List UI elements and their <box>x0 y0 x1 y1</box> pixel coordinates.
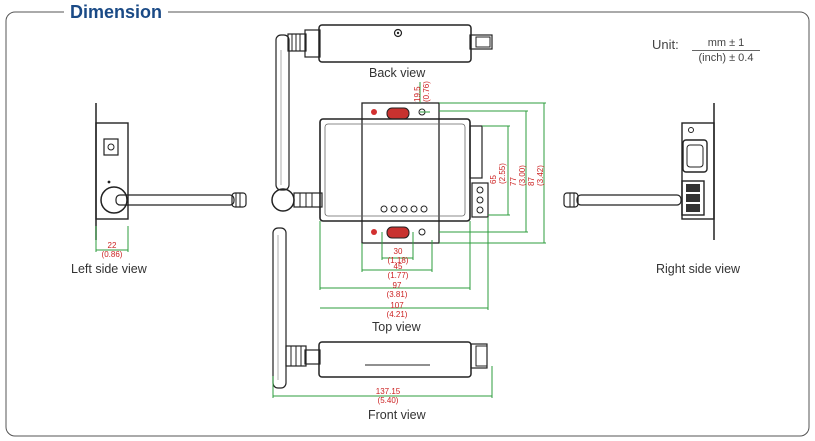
dim-87: 87 (3.42) <box>527 165 545 186</box>
dim-107-inch: (4.21) <box>386 310 408 319</box>
dim-137-line <box>272 366 493 398</box>
dim-97-inch: (3.81) <box>386 290 408 299</box>
dim-77: 77 (3.00) <box>509 165 527 186</box>
top-view-label: Top view <box>372 320 421 334</box>
dim-45-mm: 45 <box>393 262 403 271</box>
top-view-drawing <box>271 102 489 244</box>
dim-lines-top-view <box>319 82 546 310</box>
dim-65: 65 (2.55) <box>489 163 507 184</box>
unit-numerator: mm ± 1 <box>692 36 760 51</box>
dim-77-inch: (3.00) <box>518 165 527 186</box>
dim-19: 19.5 (0.76) <box>413 81 431 102</box>
dim-30: 30 (1.18) <box>383 247 413 265</box>
dim-65-mm: 65 <box>489 175 498 184</box>
dim-45-inch: (1.77) <box>387 271 409 280</box>
back-view-drawing <box>275 24 493 191</box>
dim-30-inch: (1.18) <box>387 256 409 265</box>
dim-97: 97 (3.81) <box>382 281 412 299</box>
dim-22: 22 (0.86) <box>98 241 126 259</box>
dim-19-mm: 19.5 <box>413 86 422 102</box>
dim-22-inch: (0.86) <box>101 250 123 259</box>
unit-fraction: mm ± 1 (inch) ± 0.4 <box>692 36 760 65</box>
outer-frame <box>5 11 810 437</box>
left-side-view-label: Left side view <box>71 262 147 276</box>
dim-77-mm: 77 <box>509 177 518 186</box>
dim-107: 107 (4.21) <box>382 301 412 319</box>
unit-label: Unit: <box>652 37 679 52</box>
dim-137-mm: 137.15 <box>375 387 401 396</box>
right-side-view-drawing <box>563 103 715 240</box>
front-view-label: Front view <box>368 408 426 422</box>
dim-97-mm: 97 <box>392 281 402 290</box>
dim-107-mm: 107 <box>390 301 404 310</box>
front-view-drawing <box>272 227 488 389</box>
unit-denominator: (inch) ± 0.4 <box>698 52 754 64</box>
section-title: Dimension <box>64 1 169 23</box>
dim-137-inch: (5.40) <box>377 396 399 405</box>
dim-87-inch: (3.42) <box>536 165 545 186</box>
dim-22-mm: 22 <box>107 241 117 250</box>
dim-45: 45 (1.77) <box>383 262 413 280</box>
right-side-view-label: Right side view <box>656 262 741 276</box>
left-side-view-drawing <box>95 103 247 240</box>
dim-137: 137.15 (5.40) <box>368 387 408 405</box>
dim-30-mm: 30 <box>393 247 403 256</box>
dim-19-inch: (0.76) <box>422 81 431 102</box>
dim-65-inch: (2.55) <box>498 163 507 184</box>
dim-87-mm: 87 <box>527 177 536 186</box>
dim-22-line <box>95 226 129 252</box>
back-view-label: Back view <box>369 66 426 80</box>
